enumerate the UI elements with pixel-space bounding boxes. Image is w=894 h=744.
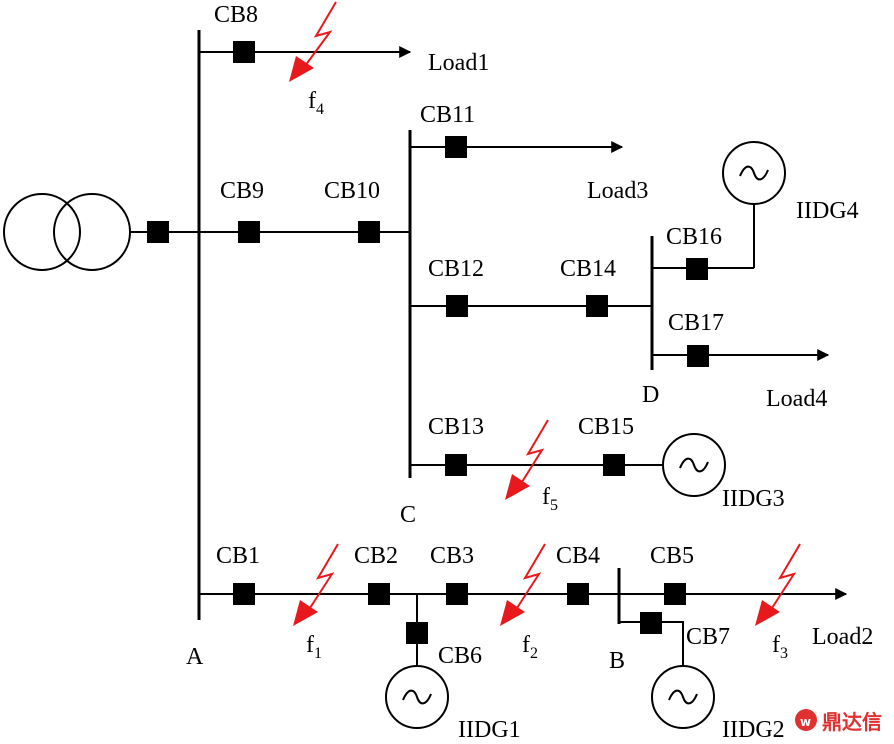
- cb13-label: CB13: [428, 414, 484, 440]
- load2-label: Load2: [812, 624, 873, 650]
- iidg2-generator-icon: [651, 665, 715, 729]
- cb4-label: CB4: [556, 543, 600, 569]
- fault-f5-icon: [505, 419, 549, 500]
- cb4-breaker[interactable]: [567, 583, 589, 605]
- cb7-label: CB7: [686, 624, 730, 650]
- fault-f4-label: f4: [308, 88, 324, 118]
- fault-f2-icon: [500, 543, 546, 626]
- cb11-breaker[interactable]: [445, 136, 467, 158]
- cb17-breaker[interactable]: [687, 345, 709, 367]
- cb16-label: CB16: [666, 224, 722, 250]
- cb9-breaker[interactable]: [238, 221, 260, 243]
- fault-f1-icon: [293, 543, 339, 626]
- cb13-breaker[interactable]: [445, 454, 467, 476]
- fault-f3-icon: [755, 543, 801, 626]
- fault-f3-label: f3: [772, 632, 788, 662]
- cb10-breaker[interactable]: [358, 221, 380, 243]
- fault-f4-icon: [289, 1, 337, 82]
- iidg4-label: IIDG4: [796, 198, 859, 224]
- load1-label: Load1: [428, 50, 489, 76]
- cb12-breaker[interactable]: [446, 295, 468, 317]
- fault-f5-label: f5: [542, 484, 558, 514]
- cb14-label: CB14: [560, 256, 616, 282]
- cb3-label: CB3: [430, 543, 474, 569]
- fault-f1-label: f1: [306, 632, 322, 662]
- iidg4-generator-icon: [722, 141, 786, 205]
- iidg3-label: IIDG3: [722, 486, 785, 512]
- cb7-breaker[interactable]: [640, 612, 662, 634]
- iidg1-generator-icon: [385, 665, 449, 729]
- cb5-label: CB5: [650, 543, 694, 569]
- cb9-label: CB9: [220, 178, 264, 204]
- bus-d-label: D: [642, 382, 659, 408]
- transformer-icon: [3, 193, 131, 271]
- watermark-text: 鼎达信: [822, 710, 882, 734]
- load4-label: Load4: [766, 386, 827, 412]
- cb2-breaker[interactable]: [368, 583, 390, 605]
- iidg1-label: IIDG1: [458, 717, 521, 743]
- bus-c-label: C: [400, 502, 416, 528]
- cb17-label: CB17: [668, 310, 724, 336]
- cb10-label: CB10: [324, 178, 380, 204]
- cb3-breaker[interactable]: [446, 583, 468, 605]
- cb1-breaker[interactable]: [233, 583, 255, 605]
- load3-label: Load3: [587, 178, 648, 204]
- watermark-logo: w: [795, 709, 817, 731]
- cb1-label: CB1: [216, 543, 260, 569]
- cb12-label: CB12: [428, 256, 484, 282]
- iidg2-label: IIDG2: [722, 717, 785, 743]
- cb14-breaker[interactable]: [586, 295, 608, 317]
- cb11-label: CB11: [420, 102, 475, 128]
- transformer-breaker[interactable]: [147, 221, 169, 243]
- cb8-label: CB8: [214, 2, 258, 28]
- svg-text:w: w: [800, 715, 811, 729]
- cb6-breaker[interactable]: [406, 622, 428, 644]
- cb2-label: CB2: [354, 543, 398, 569]
- cb16-breaker[interactable]: [686, 258, 708, 280]
- cb6-label: CB6: [438, 643, 482, 669]
- fault-f2-label: f2: [522, 632, 538, 662]
- cb15-breaker[interactable]: [603, 454, 625, 476]
- iidg3-generator-icon: [662, 433, 726, 497]
- bus-a-label: A: [186, 644, 204, 670]
- cb5-breaker[interactable]: [664, 583, 686, 605]
- bus-b-label: B: [609, 648, 625, 674]
- cb8-breaker[interactable]: [233, 41, 255, 63]
- cb15-label: CB15: [578, 414, 634, 440]
